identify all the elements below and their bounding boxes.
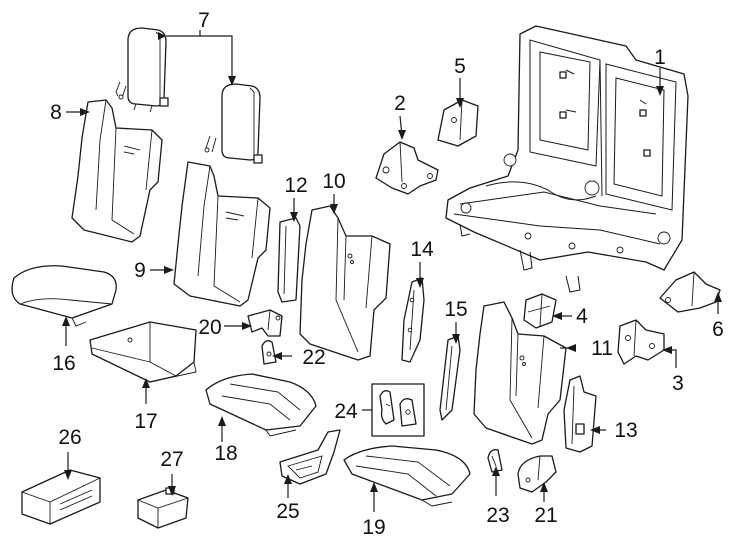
callout-19: 19	[362, 516, 385, 539]
callout-13: 13	[614, 419, 637, 442]
arrowheads	[62, 32, 722, 496]
callout-11: 11	[591, 337, 613, 360]
part-8-seatback-cover-left	[71, 99, 163, 243]
callout-27: 27	[160, 448, 183, 471]
part-2-hinge-bracket	[375, 141, 439, 195]
part-9-seatback-cover-right	[173, 161, 271, 307]
callout-21: 21	[534, 504, 557, 527]
part-21-bracket-cover	[517, 455, 557, 493]
part-1-seat-frame	[445, 25, 689, 293]
callout-7: 7	[198, 9, 210, 32]
callout-16: 16	[52, 352, 75, 375]
callout-26: 26	[58, 426, 81, 449]
part-14-side-trim	[401, 277, 425, 363]
part-15-narrow-trim	[439, 335, 461, 421]
callout-labels: 1 2 3 4 5 6 7 8 9 10 11 12 13 14 15 16 1…	[50, 9, 724, 539]
callout-6: 6	[712, 318, 724, 341]
callout-18: 18	[214, 442, 237, 465]
part-26-module	[21, 469, 101, 525]
callout-23: 23	[486, 504, 509, 527]
part-4-latch	[523, 293, 557, 329]
part-22-clip	[261, 340, 277, 365]
part-7-headrest-left	[115, 27, 169, 113]
callout-22: 22	[302, 346, 325, 369]
part-25-tray	[279, 429, 341, 485]
callout-5: 5	[454, 55, 466, 78]
callout-9: 9	[134, 259, 146, 282]
callout-25: 25	[276, 500, 299, 523]
part-6-bracket	[659, 271, 721, 313]
callout-17: 17	[134, 410, 157, 433]
part-23-clip	[487, 449, 503, 473]
callout-12: 12	[284, 174, 307, 197]
part-10-back-panel	[299, 205, 391, 361]
part-12-trim-strip	[277, 217, 301, 303]
callout-10: 10	[322, 170, 345, 193]
callout-1: 1	[654, 46, 666, 69]
part-13-side-panel	[563, 375, 597, 453]
part-24-clip-kit	[371, 383, 425, 437]
callout-24: 24	[334, 400, 358, 423]
part-27-small-module	[137, 487, 189, 529]
callout-14: 14	[410, 238, 434, 261]
part-11-back-panel-right	[473, 301, 567, 445]
part-3-bracket	[617, 319, 665, 365]
part-7-headrest-right	[204, 83, 263, 164]
callout-8: 8	[50, 101, 62, 124]
callout-3: 3	[672, 372, 684, 395]
part-20-bracket	[247, 309, 283, 337]
part-5-bracket	[437, 99, 479, 147]
callout-4: 4	[576, 305, 588, 328]
part-16-cushion-pad	[11, 265, 117, 327]
part-19-lower-cushion	[343, 445, 471, 507]
callout-2: 2	[394, 92, 406, 115]
part-17-cushion-pan	[89, 321, 197, 383]
callout-20: 20	[198, 316, 221, 339]
callout-15: 15	[444, 298, 467, 321]
leader-7	[166, 30, 233, 82]
part-18-cushion-cover	[205, 373, 317, 437]
